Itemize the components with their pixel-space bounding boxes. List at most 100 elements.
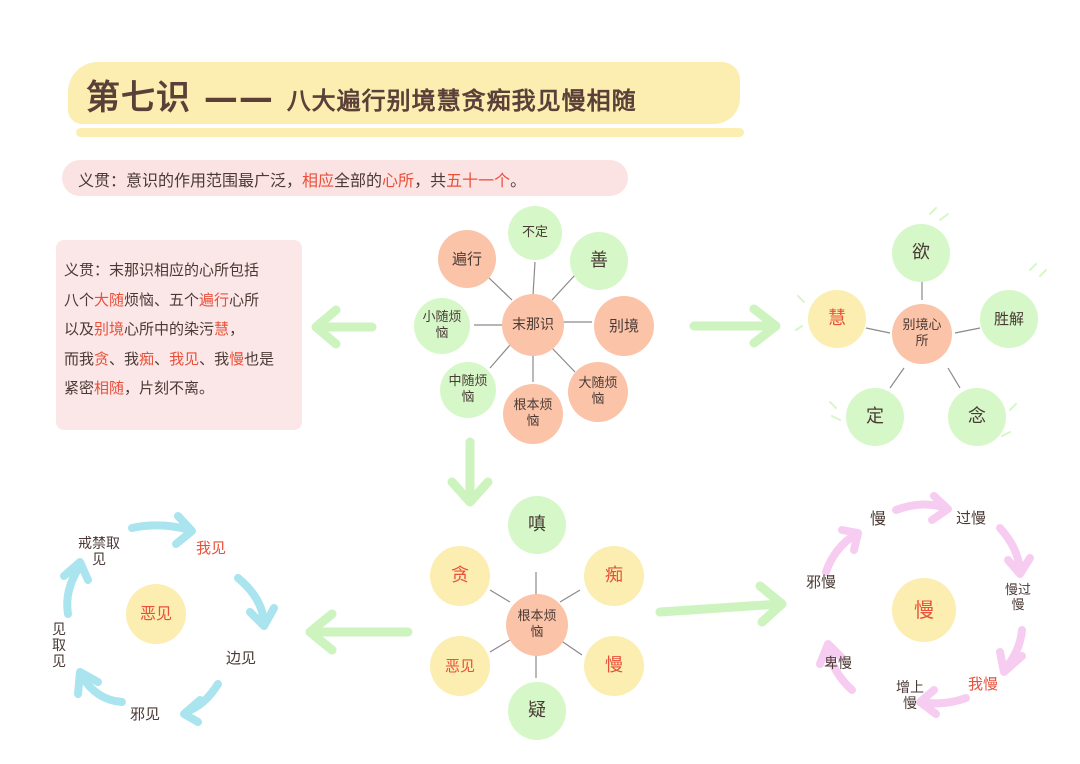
node-chi-label: 痴 <box>605 565 623 587</box>
node-dasui-label: 大随烦恼 <box>578 376 618 407</box>
node-yu-label: 欲 <box>912 242 930 264</box>
t4c: 、我 <box>109 349 140 368</box>
green-arrows <box>305 304 787 655</box>
subtitle-highlight <box>62 160 628 196</box>
node-hui-label: 慧 <box>828 308 846 330</box>
text-line-1: 义贯：末那识相应的心所包括 <box>64 256 304 286</box>
center-node-genben-fannao: 根本烦恼 <box>506 594 568 656</box>
title-rest: 八大遍行别境慧贪痴我见慢相随 <box>286 87 637 115</box>
cycle-item-manguoman: 慢过慢 <box>1004 583 1031 613</box>
t2a: 八个 <box>64 290 95 309</box>
t2b: 大随 <box>94 290 125 309</box>
cycle-center-man: 慢 <box>892 578 956 642</box>
node-shengjie-label: 胜解 <box>993 310 1024 328</box>
subtitle: 义贯：意识的作用范围最广泛，相应全部的心所，共五十一个。 <box>78 167 526 191</box>
subtitle-hl1: 相应 <box>302 171 335 190</box>
cycle-item-xieman: 邪慢 <box>806 573 837 591</box>
subtitle-hl3: 五十一个 <box>446 171 511 190</box>
left-cycle-center-label: 恶见 <box>139 604 172 624</box>
node-man: 慢 <box>584 636 644 696</box>
page-title: 第七识 —— 八大遍行别境慧贪痴我见慢相随 <box>86 70 637 119</box>
subtitle-hl2: 心所 <box>382 171 415 190</box>
explanation-box <box>56 240 302 430</box>
t3e: ， <box>229 320 245 338</box>
node-nian: 念 <box>948 388 1006 446</box>
right-cycle-center-label: 慢 <box>914 598 934 622</box>
explanation-text: 义贯：末那识相应的心所包括 八个大随烦恼、五个遍行心所 以及别境心所中的染污慧，… <box>64 256 304 404</box>
center-node-biejing-xinsuo: 别境心所 <box>892 304 952 364</box>
node-shengjie: 胜解 <box>980 290 1038 348</box>
subtitle-prefix: 义贯：意识的作用范围最广泛， <box>78 171 303 190</box>
cycle-item-guoman: 过慢 <box>956 509 987 527</box>
node-biejing-label: 别境 <box>608 317 639 335</box>
arrow-right-bottom <box>655 581 787 627</box>
node-bianxing-label: 遍行 <box>451 250 482 268</box>
t4b: 贪 <box>94 349 110 368</box>
t4g: 、我 <box>199 349 230 368</box>
node-chi: 痴 <box>584 546 644 606</box>
t2e: 心所 <box>229 290 260 309</box>
arrow-left-bottom <box>305 609 413 655</box>
node-genben: 根本烦恼 <box>503 384 563 444</box>
node-dasui: 大随烦恼 <box>568 362 628 422</box>
node-tan: 贪 <box>430 546 490 606</box>
cycle-item-xiejian: 邪见 <box>130 705 161 723</box>
t4e: 、 <box>154 349 170 368</box>
text-line-3: 以及别境心所中的染污慧， <box>64 315 304 345</box>
node-buding: 不定 <box>508 206 562 260</box>
right-top-spokes <box>865 282 981 389</box>
subtitle-suffix: 。 <box>510 171 527 190</box>
text-line-2: 八个大随烦恼、五个遍行心所 <box>64 286 304 316</box>
text-line-1-content: 义贯：末那识相应的心所包括 <box>64 261 260 279</box>
title-highlight <box>68 62 740 124</box>
title-underline <box>76 128 744 137</box>
t3b: 别境 <box>94 320 125 338</box>
cycle-item-jianqujian: 见取见 <box>52 622 66 671</box>
center-node-label: 末那识 <box>512 316 554 333</box>
bottom-center-label: 根本烦恼 <box>517 609 557 640</box>
t4h: 慢 <box>229 349 245 368</box>
node-ding: 定 <box>846 388 904 446</box>
node-hui: 慧 <box>808 290 866 348</box>
node-yu: 欲 <box>892 224 950 282</box>
t4f: 我见 <box>169 349 200 368</box>
center-node-manashi: 末那识 <box>502 294 564 356</box>
decor-ticks <box>795 207 1047 437</box>
center-spokes <box>474 261 592 382</box>
arrow-left-top <box>311 305 377 349</box>
t2d: 遍行 <box>199 290 230 309</box>
node-xiaosui: 小随烦恼 <box>414 298 470 354</box>
node-biejing: 别境 <box>594 296 654 356</box>
cycle-item-bianjian: 边见 <box>226 649 257 667</box>
bottom-spokes <box>489 572 583 678</box>
node-zhongsui-label: 中随烦恼 <box>448 374 488 405</box>
node-bianxing: 遍行 <box>438 230 496 288</box>
arrow-down <box>447 437 493 507</box>
arrow-right-top <box>689 304 781 348</box>
right-cycle-arrows <box>816 492 1034 718</box>
t2c: 烦恼、五个 <box>124 290 200 309</box>
node-nian-label: 念 <box>968 406 986 428</box>
node-shan: 善 <box>570 232 628 290</box>
t3d: 慧 <box>214 320 230 338</box>
t3a: 以及 <box>64 320 95 338</box>
t4i: 也是 <box>244 349 275 368</box>
cycle-item-zengshangman: 增上慢 <box>896 680 924 713</box>
t5c: ，片刻不离。 <box>124 379 215 397</box>
node-xiaosui-label: 小随烦恼 <box>422 310 462 341</box>
node-yi: 疑 <box>508 682 566 740</box>
node-ejian-label: 恶见 <box>444 657 475 675</box>
node-chen-label: 嗔 <box>528 514 546 536</box>
cycle-item-jiejinqujian: 戒禁取见 <box>78 536 120 569</box>
node-genben-label: 根本烦恼 <box>513 398 553 429</box>
node-zhongsui: 中随烦恼 <box>440 362 496 418</box>
cycle-item-wojian: 我见 <box>196 539 227 557</box>
cycle-center-ejian: 恶见 <box>126 584 186 644</box>
t4a: 而我 <box>64 349 95 368</box>
subtitle-mid2: ，共 <box>414 171 447 190</box>
cycle-item-beiman: 卑慢 <box>824 656 852 672</box>
title-dash: —— <box>203 78 274 118</box>
t5a: 紧密 <box>64 379 95 397</box>
title-main: 第七识 <box>86 78 191 118</box>
